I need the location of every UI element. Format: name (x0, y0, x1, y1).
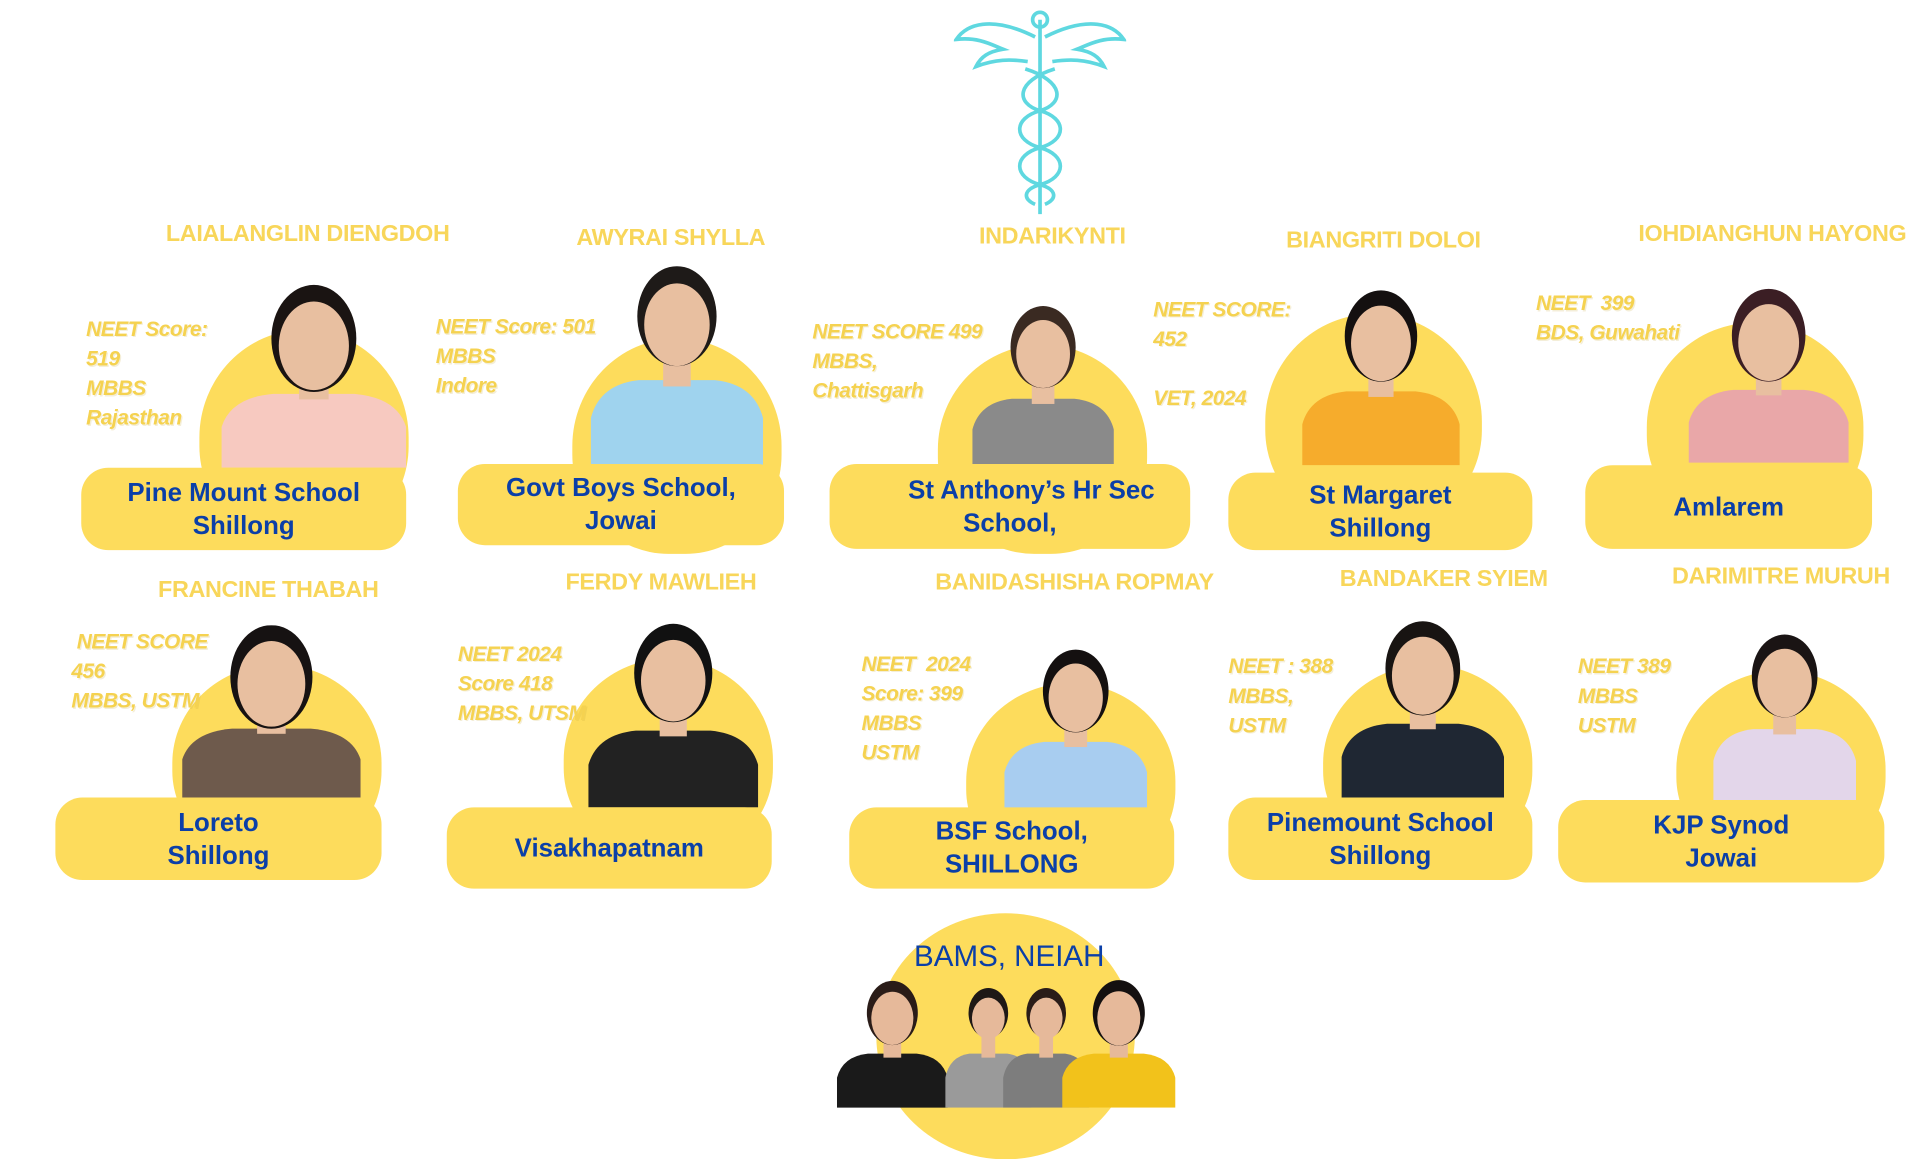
neet-score-notes: NEET 2024 Score: 399 MBBS USTM (861, 652, 972, 765)
neet-score-notes: NEET SCORE: 452 VET, 2024 (1153, 297, 1291, 410)
student-photo (1688, 288, 1849, 463)
student-name: DARIMITRE MURUH (1672, 563, 1890, 590)
school-label: Amlarem (1585, 465, 1873, 549)
school-label: KJP Synod Jowai (1558, 800, 1885, 883)
bams-student-photo (836, 980, 948, 1108)
student-name: AWYRAI SHYLLA (576, 225, 766, 252)
neet-score-notes: NEET 389 MBBS USTM (1577, 654, 1671, 738)
neet-score-notes: NEET 2024 Score 418 MBBS, UTSM (457, 642, 586, 725)
student-name: BIANGRITI DOLOI (1286, 227, 1481, 254)
school-label: Govt Boys School, Jowai (457, 464, 785, 546)
school-label: St Anthony’s Hr Sec School, (829, 464, 1191, 549)
school-label: Pinemount School Shillong (1228, 797, 1533, 881)
neet-score-notes: NEET SCORE 456 MBBS, USTM (71, 630, 208, 713)
bams-group-photo (836, 980, 1176, 1108)
student-photo (590, 266, 764, 466)
student-photo (221, 284, 407, 468)
student-photo (1341, 621, 1505, 798)
student-name: INDARIKYNTI (979, 224, 1126, 250)
school-label: Visakhapatnam (446, 807, 772, 889)
student-photo (182, 625, 361, 798)
neet-score-notes: NEET Score: 501 MBBS Indore (435, 315, 597, 398)
student-name: IOHDIANGHUN HAYONG (1638, 221, 1907, 248)
student-photo (1004, 649, 1148, 810)
neet-score-notes: NEET Score: 519 MBBS Rajasthan (86, 317, 208, 430)
caduceus-icon (953, 10, 1127, 215)
school-label: Loreto Shillong (55, 797, 382, 881)
student-name: FERDY MAWLIEH (565, 569, 757, 596)
bams-title: BAMS, NEIAH (914, 940, 1105, 974)
school-label: BSF School, SHILLONG (849, 807, 1175, 889)
neet-score-notes: NEET SCORE 499 MBBS, Chattisgarh (812, 320, 983, 403)
bams-student-photo (1062, 980, 1176, 1108)
student-photo (1302, 290, 1460, 466)
neet-score-notes: NEET 399 BDS, Guwahati (1536, 291, 1680, 345)
neet-score-notes: NEET : 388 MBBS, USTM (1228, 654, 1333, 738)
student-photo (972, 306, 1114, 468)
school-label: St Margaret Shillong (1228, 472, 1533, 551)
student-photo (1713, 634, 1857, 801)
student-name: BANIDASHISHA ROPMAY (935, 569, 1214, 596)
school-label: Pine Mount School Shillong (81, 467, 407, 551)
results-poster: LAIALANGLIN DIENGDOH NEET Score: 519 MBBS… (55, 10, 1907, 1159)
student-name: LAIALANGLIN DIENGDOH (165, 221, 450, 248)
student-name: BANDAKER SYIEM (1339, 566, 1548, 593)
student-name: FRANCINE THABAH (158, 577, 379, 604)
student-photo (588, 623, 759, 808)
